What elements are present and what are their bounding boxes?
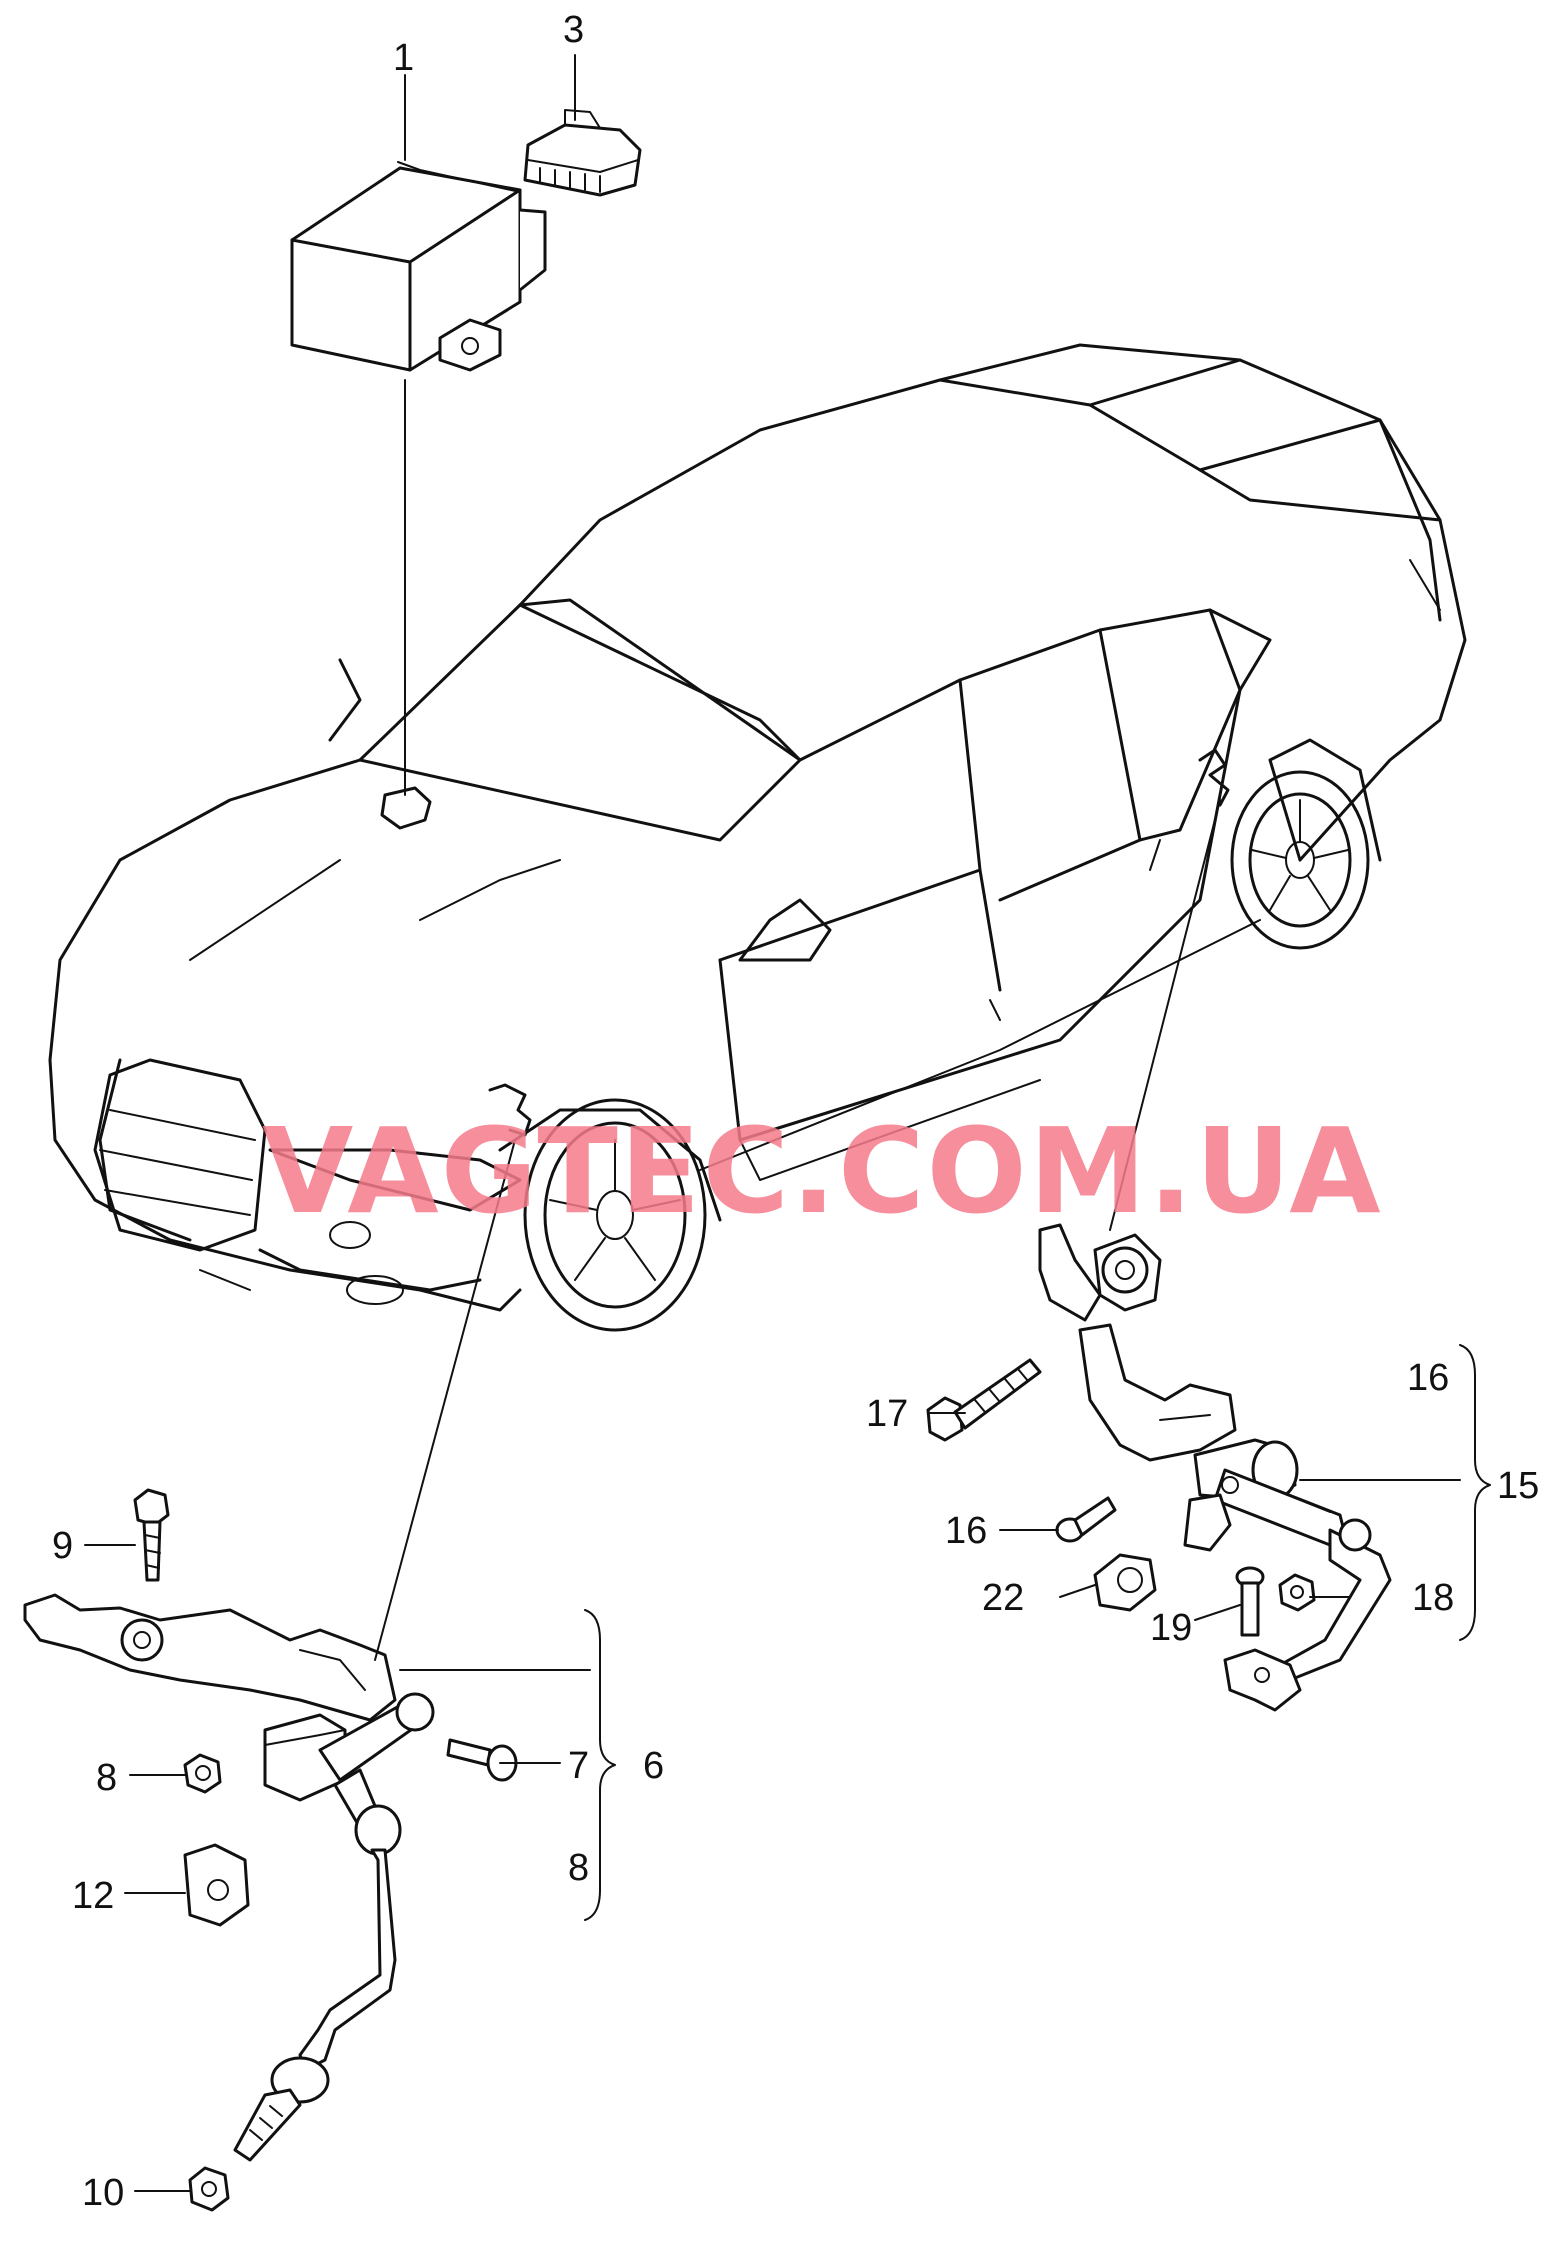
leader-lines bbox=[84, 54, 1491, 2192]
part-16-screw bbox=[1055, 1496, 1117, 1543]
callout-10: 10 bbox=[82, 2172, 124, 2214]
part-18-nut bbox=[1278, 1573, 1316, 1612]
part-17-bolt bbox=[926, 1358, 1042, 1442]
callout-18: 18 bbox=[1412, 1577, 1454, 1619]
rear-sensor-location-marker bbox=[1198, 748, 1230, 807]
part-7-screw bbox=[446, 1738, 518, 1782]
part-1-control-unit bbox=[290, 161, 547, 372]
callout-8: 8 bbox=[96, 1757, 117, 1799]
callout-7: 7 bbox=[568, 1745, 589, 1787]
callout-12: 12 bbox=[72, 1875, 114, 1917]
watermark-text: VAGTEC.COM.UA bbox=[262, 1102, 1383, 1240]
part-8-nut bbox=[183, 1753, 222, 1794]
callout-16-bracket: 16 bbox=[1407, 1357, 1449, 1399]
callout-3: 3 bbox=[563, 9, 584, 51]
part-10-nut bbox=[188, 2166, 230, 2212]
car-illustration bbox=[48, 343, 1467, 1332]
callout-9: 9 bbox=[52, 1525, 73, 1567]
part-12-clip bbox=[183, 1843, 250, 1927]
callout-17: 17 bbox=[866, 1393, 908, 1435]
part-3-connector bbox=[523, 109, 642, 197]
rear-level-sensor-assembly bbox=[1038, 1223, 1392, 1712]
part-22-bushing bbox=[1093, 1553, 1157, 1612]
part-9-bolt bbox=[133, 1488, 170, 1582]
callout-22: 22 bbox=[982, 1577, 1024, 1619]
callout-15: 15 bbox=[1497, 1465, 1539, 1507]
callout-19: 19 bbox=[1150, 1607, 1192, 1649]
control-unit-location-marker bbox=[380, 786, 432, 830]
part-19-screw bbox=[1235, 1566, 1265, 1637]
front-level-sensor-assembly bbox=[23, 1593, 435, 2162]
rear-wheel bbox=[1230, 770, 1370, 950]
front-grille bbox=[93, 1058, 267, 1252]
callout-8-bracket: 8 bbox=[568, 1847, 589, 1889]
front-sensor-location-marker bbox=[488, 1083, 532, 1137]
callout-6: 6 bbox=[643, 1745, 664, 1787]
callout-labels: 1 3 6 7 8 8 9 10 12 15 16 16 17 18 19 22 bbox=[52, 9, 1539, 2214]
callout-1: 1 bbox=[393, 37, 414, 79]
front-wheel bbox=[523, 1098, 707, 1332]
callout-16: 16 bbox=[945, 1510, 987, 1552]
